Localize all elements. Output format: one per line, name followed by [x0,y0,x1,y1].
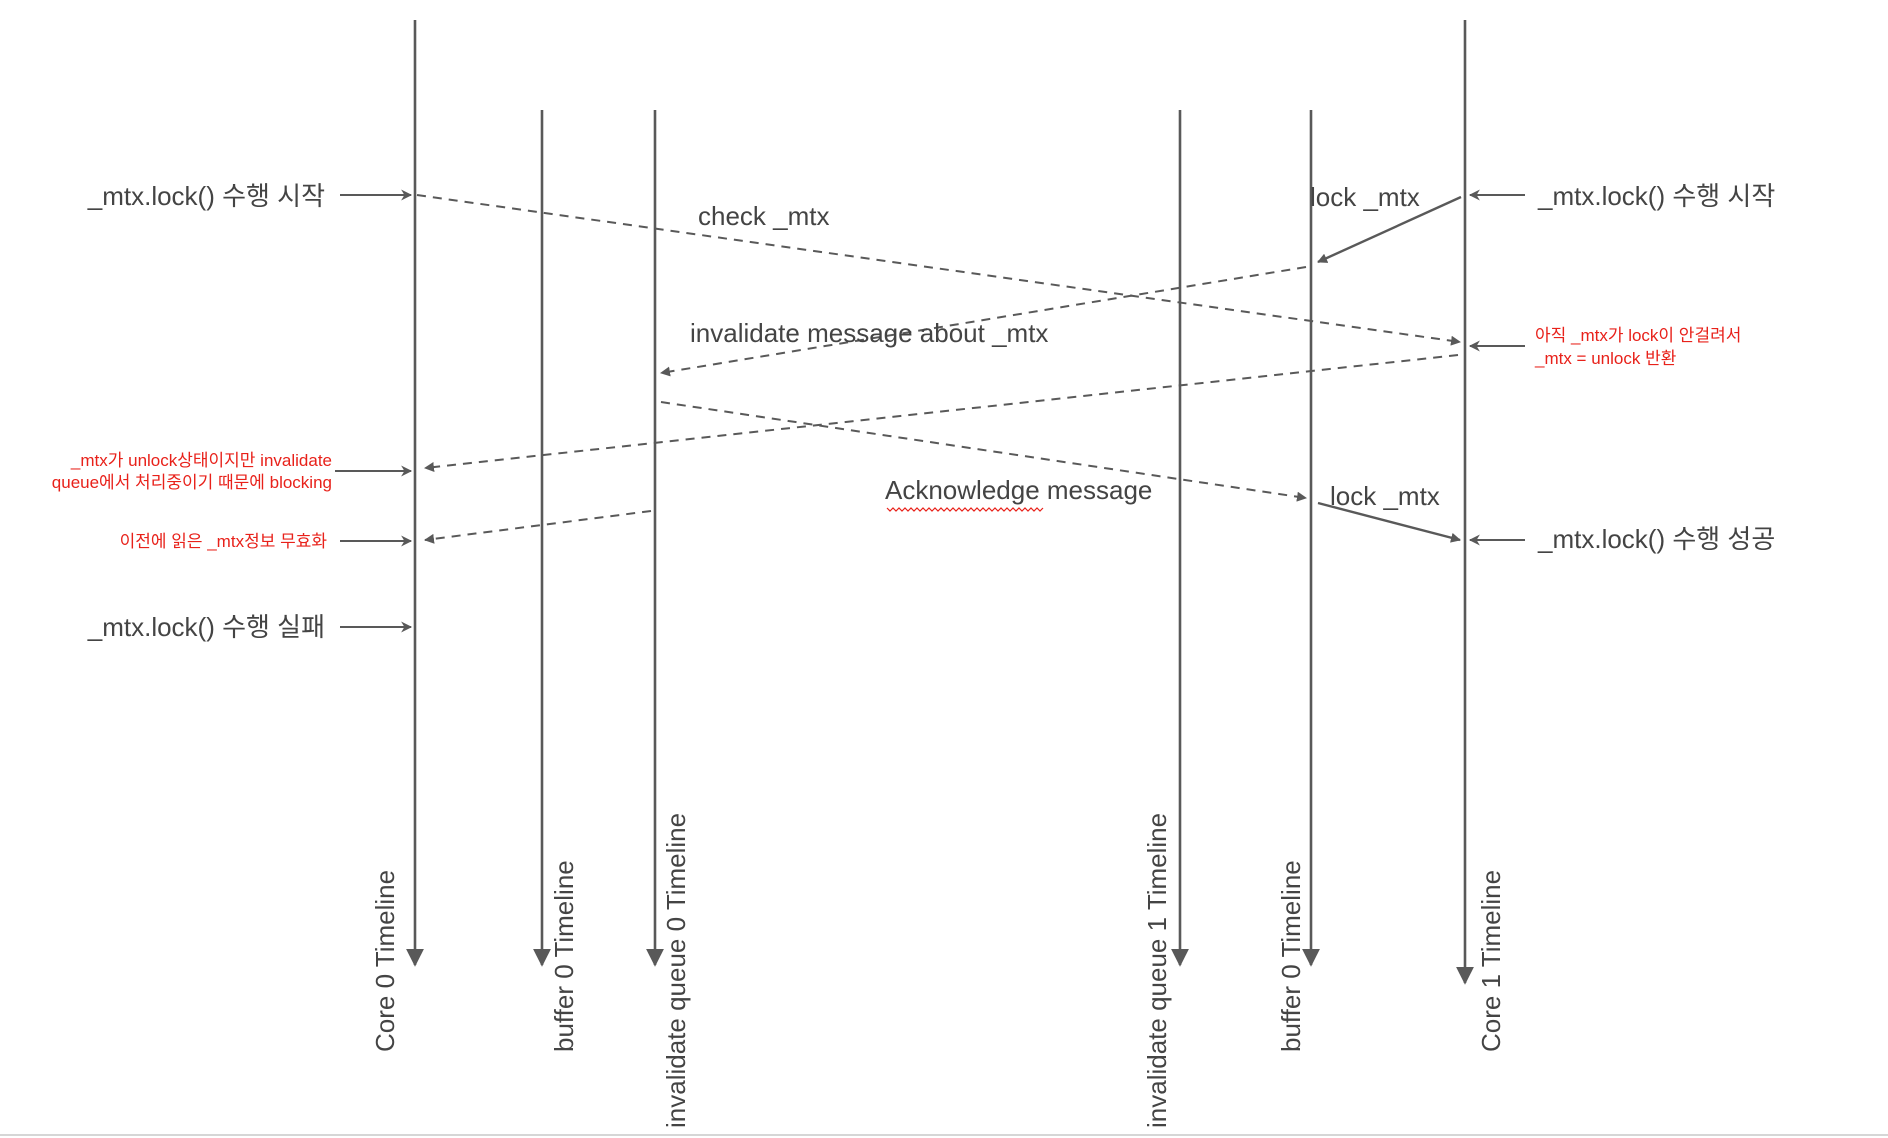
timeline-label-invalidate-queue0: invalidate queue 0 Timeline [661,813,691,1128]
timeline-invalidate-queue1: invalidate queue 1 Timeline [1142,110,1189,1128]
message-unlock-return [424,354,1459,472]
timeline-label-invalidate-queue1: invalidate queue 1 Timeline [1142,813,1172,1128]
event-core1-start: _mtx.lock() 수행 시작 [1468,181,1775,211]
message-acknowledge: Acknowledge message [660,401,1307,512]
note-core0-invalid-line1: 이전에 읽은 _mtx정보 무효화 [120,532,328,551]
note-core0-blocking-line1: _mtx가 unlock상태이지만 invalidate [70,451,332,470]
message-label-check-mtx: check _mtx [698,201,830,231]
message-invalidate: invalidate message about _mtx [660,266,1307,377]
message-lock-mtx-1: lock _mtx [1310,182,1462,264]
note-core1-unlock: 아직 _mtx가 lock이 안걸려서 _mtx = unlock 반환 [1468,326,1741,368]
message-label-acknowledge: Acknowledge message [885,475,1152,505]
timeline-label-core1: Core 1 Timeline [1476,870,1506,1052]
event-label-core1-start: _mtx.lock() 수행 시작 [1537,181,1775,211]
timeline-buffer1: buffer 0 Timeline [1276,110,1320,1052]
timeline-label-core0: Core 0 Timeline [370,870,400,1052]
message-invalidate-read [424,510,652,544]
note-core0-blocking-line2: queue에서 처리중이기 때문에 blocking [52,473,332,492]
event-label-core1-success: _mtx.lock() 수행 성공 [1537,524,1775,554]
event-core1-success: _mtx.lock() 수행 성공 [1468,524,1775,554]
note-core0-invalid: 이전에 읽은 _mtx정보 무효화 [120,532,413,551]
timeline-label-buffer0: buffer 0 Timeline [549,860,579,1052]
note-core1-unlock-line2: _mtx = unlock 반환 [1534,349,1676,368]
message-check-mtx: check _mtx [416,194,1461,346]
event-label-core0-start: _mtx.lock() 수행 시작 [87,181,325,211]
event-label-core0-fail: _mtx.lock() 수행 실패 [87,612,325,642]
event-core0-fail: _mtx.lock() 수행 실패 [87,612,413,642]
message-label-lock-mtx-1: lock _mtx [1310,182,1420,212]
spellcheck-squiggle [886,507,1044,512]
note-core0-blocking: _mtx가 unlock상태이지만 invalidate queue에서 처리중… [52,451,413,492]
timeline-core1: Core 1 Timeline [1456,20,1506,1052]
message-label-lock-mtx-2: lock _mtx [1330,481,1440,511]
timeline-invalidate-queue0: invalidate queue 0 Timeline [646,110,691,1128]
timeline-core0: Core 0 Timeline [370,20,424,1052]
message-label-invalidate: invalidate message about _mtx [690,318,1048,348]
timeline-buffer0: buffer 0 Timeline [533,110,579,1052]
event-core0-start: _mtx.lock() 수행 시작 [87,181,413,211]
message-lock-mtx-2: lock _mtx [1317,481,1461,543]
note-core1-unlock-line1: 아직 _mtx가 lock이 안걸려서 [1535,326,1741,345]
timeline-label-buffer1: buffer 0 Timeline [1276,860,1306,1052]
